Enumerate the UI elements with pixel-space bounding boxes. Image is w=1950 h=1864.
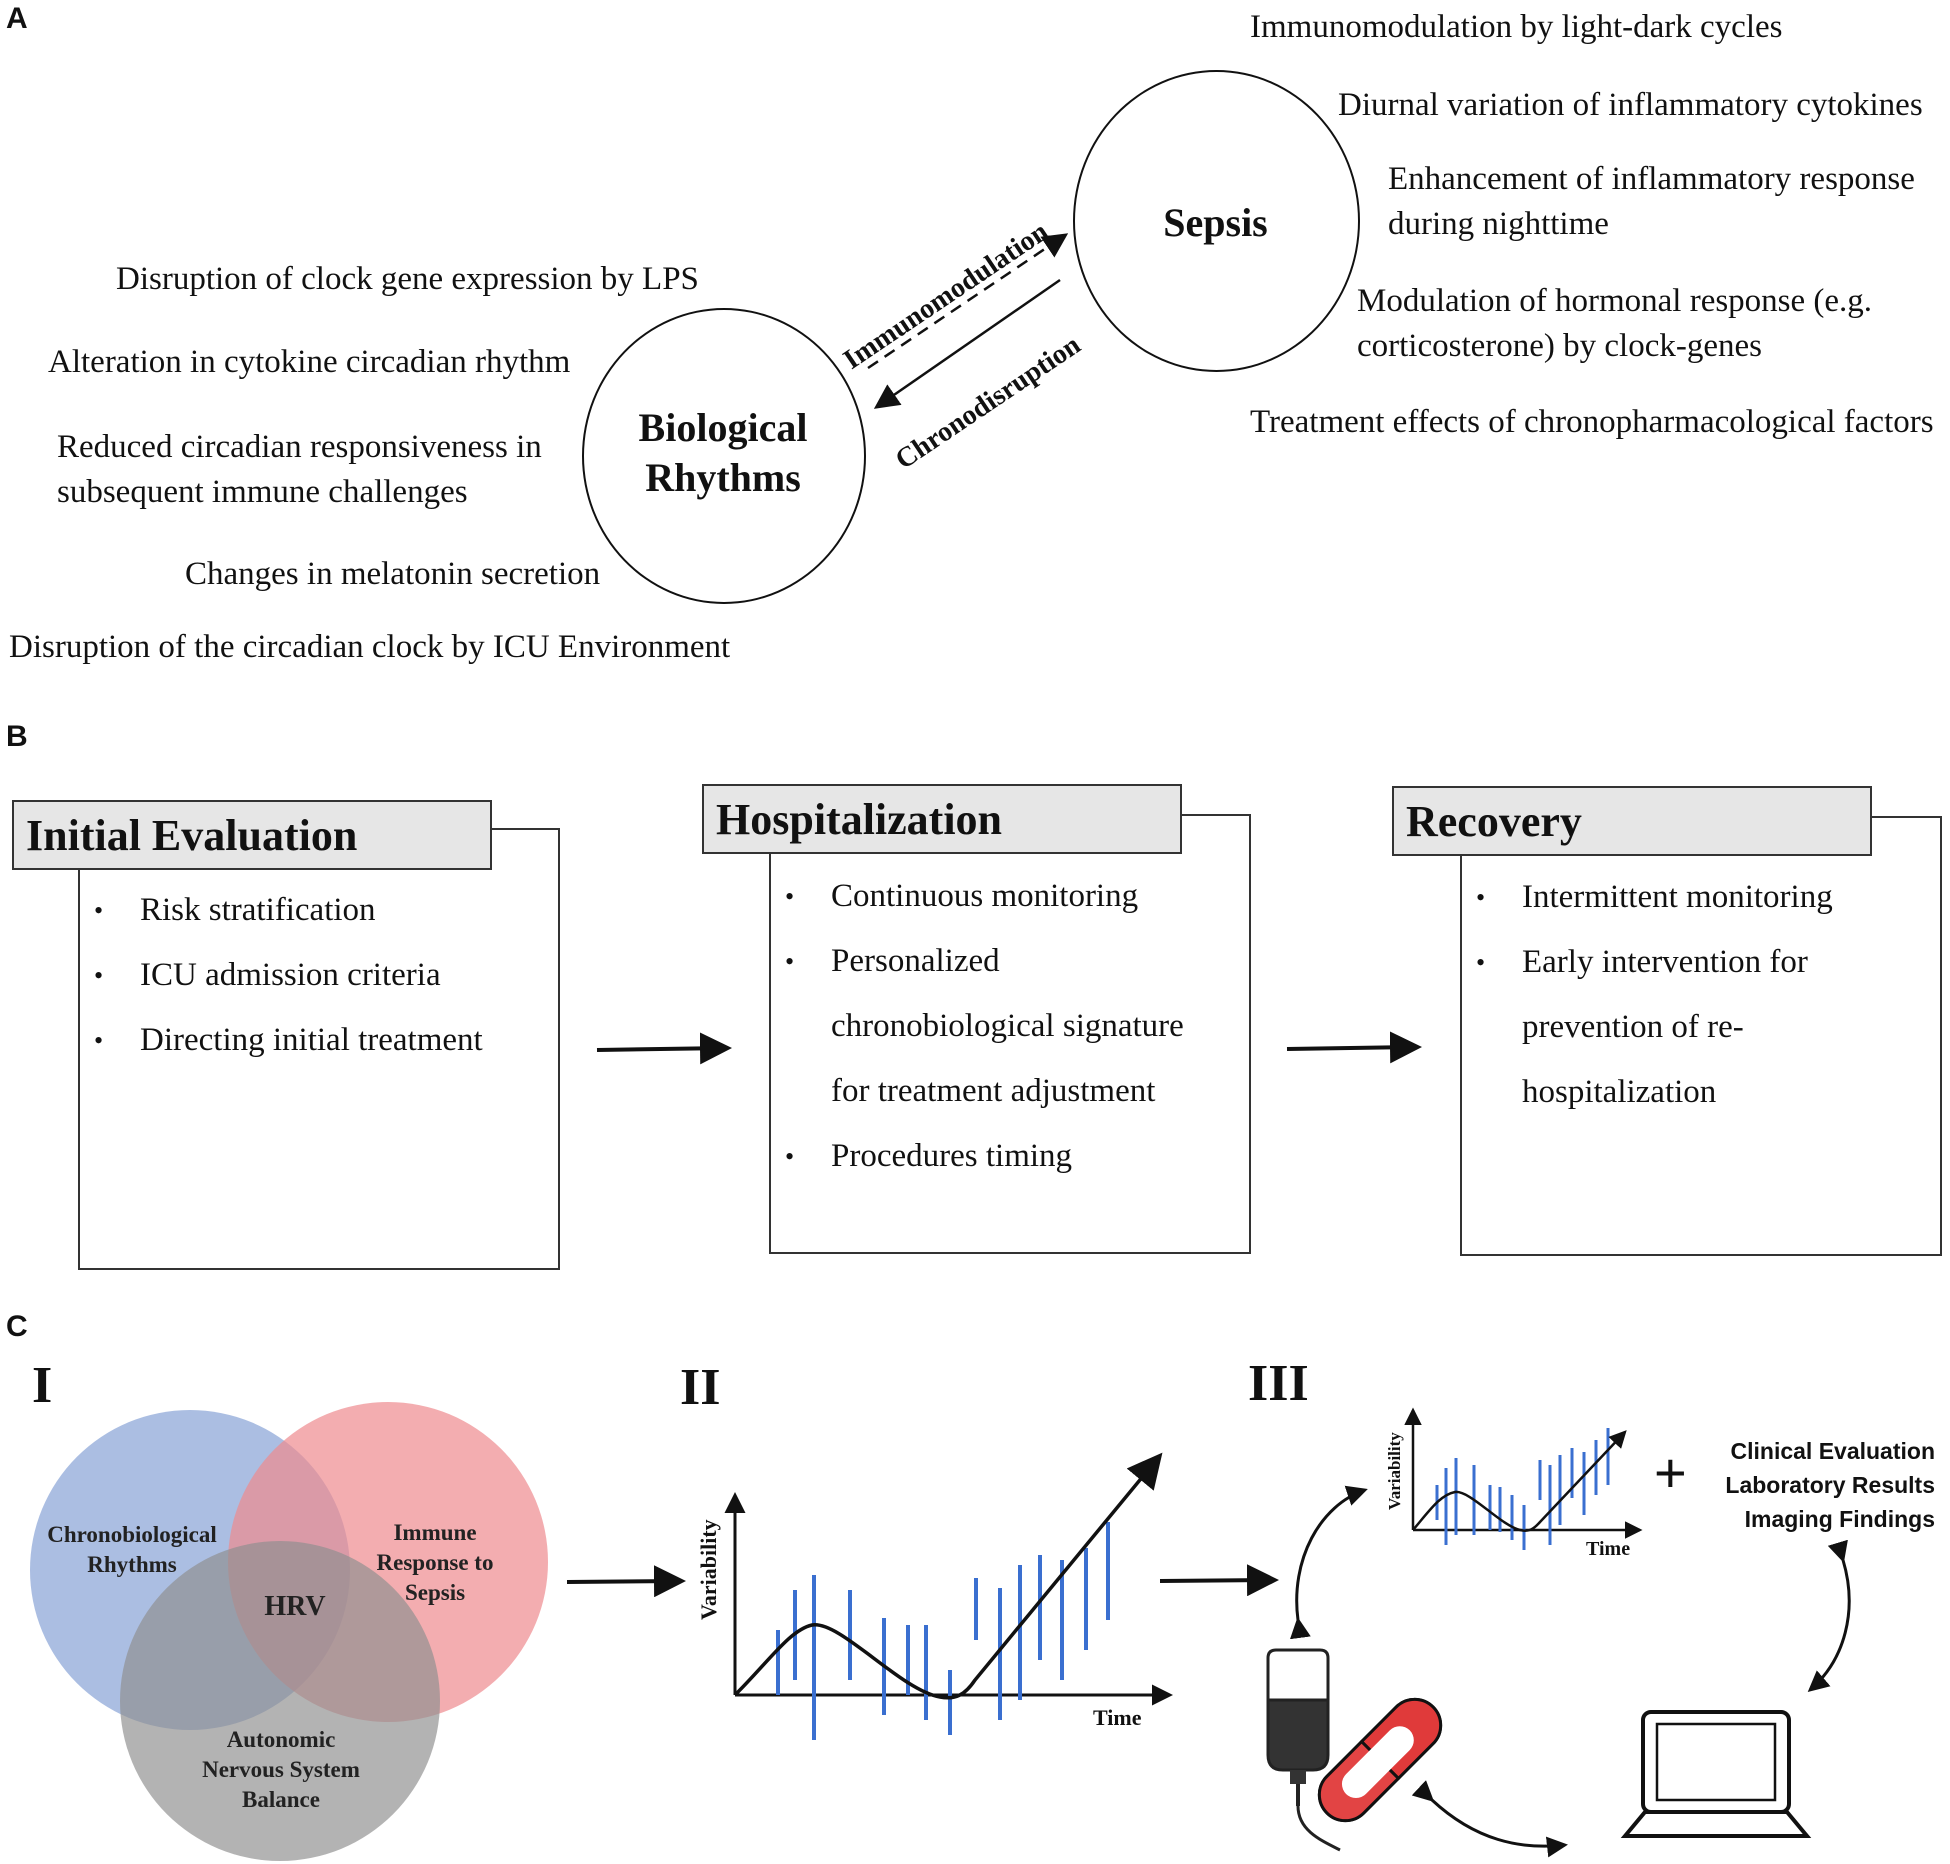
bullet-item-continued: for treatment adjustment — [831, 1073, 1156, 1109]
cycle-arrow-left — [1289, 1485, 1368, 1640]
right-item-2: Diurnal variation of inflammatory cytoki… — [1338, 87, 1923, 123]
clinical-list: Clinical Evaluation Laboratory Results I… — [1700, 1434, 1935, 1536]
left-item-1: Disruption of clock gene expression by L… — [116, 261, 699, 297]
immune-line2: Response to — [376, 1550, 494, 1575]
biological-rhythms-circle — [582, 308, 866, 604]
bullet-item: Personalized — [775, 929, 1184, 994]
immune-line1: Immune — [393, 1520, 477, 1545]
right-item-3a: Enhancement of inflammatory response — [1388, 161, 1915, 197]
right-item-3b: during nighttime — [1388, 206, 1609, 242]
bullet-item: Intermittent monitoring — [1466, 865, 1833, 930]
small-plot-bars — [1435, 1428, 1610, 1550]
panel-a-letter: A — [6, 2, 28, 35]
left-item-4: Changes in melatonin secretion — [185, 556, 601, 592]
small-plot-curve — [1412, 1430, 1627, 1532]
bullet-item: Risk stratification — [84, 878, 483, 943]
stage-title-initial: Initial Evaluation — [12, 800, 492, 870]
imaging-findings: Imaging Findings — [1744, 1506, 1935, 1532]
stage-title-hospitalization: Hospitalization — [702, 784, 1182, 854]
iv-bag-icon — [1266, 1648, 1341, 1852]
small-plot-ylabel-svg: Variability — [1385, 1432, 1404, 1510]
pill-icon — [1317, 1697, 1443, 1823]
venn-label-ans: Autonomic Nervous System Balance — [186, 1725, 376, 1815]
cycle-arrow-right — [1807, 1539, 1851, 1692]
ans-line3: Balance — [242, 1787, 320, 1812]
bullet-item-continued: chronobiological signature — [831, 1008, 1184, 1044]
stage-bullets-initial: Risk stratification ICU admission criter… — [84, 878, 483, 1073]
bullet-item-continued: prevention of re- — [1522, 1009, 1744, 1045]
ans-line2: Nervous System — [202, 1757, 360, 1782]
right-item-5: Treatment effects of chronopharmacologic… — [1250, 404, 1934, 440]
immune-line3: Sepsis — [404, 1580, 466, 1605]
stage-bullets-hospitalization: Continuous monitoring Personalized chron… — [775, 864, 1184, 1189]
bullet-item-continued: hospitalization — [1522, 1074, 1717, 1110]
plus-sign: + — [1654, 1441, 1687, 1504]
laboratory-results: Laboratory Results — [1725, 1472, 1935, 1498]
venn-label-immune: Immune Response to Sepsis — [360, 1518, 510, 1608]
stage-title-recovery: Recovery — [1392, 786, 1872, 856]
stage-bullets-recovery: Intermittent monitoring Early interventi… — [1466, 865, 1833, 1125]
plot-curve — [733, 1452, 1163, 1700]
venn-label-chrono: Chronobiological Rhythms — [32, 1520, 232, 1580]
left-item-3a: Reduced circadian responsiveness in — [57, 429, 542, 465]
ans-line1: Autonomic — [226, 1727, 336, 1752]
right-item-4b: corticosterone) by clock-genes — [1357, 328, 1762, 364]
plot-ylabel-svg: Variability — [696, 1519, 721, 1620]
flow-arrow-1 — [596, 1032, 732, 1065]
biological-rhythms-label: Biological Rhythms — [582, 403, 864, 503]
bullet-item: Procedures timing — [775, 1124, 1184, 1189]
venn-to-plot-arrow — [566, 1565, 686, 1598]
bullet-item: Directing initial treatment — [84, 1008, 483, 1073]
venn-label-hrv: HRV — [264, 1591, 326, 1622]
left-item-3b: subsequent immune challenges — [57, 474, 468, 510]
plot-bars — [776, 1522, 1110, 1740]
bio-label-line1: Biological — [638, 405, 808, 450]
sepsis-circle — [1073, 70, 1360, 372]
bullet-item: Early intervention for — [1466, 930, 1833, 995]
roman-ii: II — [680, 1359, 721, 1416]
right-item-1: Immunomodulation by light-dark cycles — [1250, 9, 1783, 45]
left-item-2: Alteration in cytokine circadian rhythm — [48, 344, 571, 380]
sepsis-label: Sepsis — [1163, 200, 1268, 245]
plot-to-cycle-arrow — [1159, 1564, 1279, 1597]
immunomodulation-label: Immunomodulation — [838, 216, 1054, 376]
roman-iii: III — [1248, 1355, 1309, 1412]
bio-label-line2: Rhythms — [645, 455, 801, 500]
bullet-item: ICU admission criteria — [84, 943, 483, 1008]
left-item-5: Disruption of the circadian clock by ICU… — [9, 629, 731, 665]
chrono-line1: Chronobiological — [47, 1522, 217, 1547]
chrono-line2: Rhythms — [87, 1552, 177, 1577]
panel-c-letter: C — [6, 1310, 28, 1343]
right-item-4a: Modulation of hormonal response (e.g. — [1357, 283, 1873, 319]
panel-b-letter: B — [6, 720, 28, 753]
flow-arrow-2 — [1286, 1031, 1422, 1064]
chronodisruption-label: Chronodisruption — [890, 329, 1087, 476]
laptop-icon — [1620, 1710, 1812, 1838]
clinical-evaluation: Clinical Evaluation — [1730, 1438, 1936, 1464]
small-plot-xlabel-svg: Time — [1586, 1538, 1630, 1560]
bullet-item: Continuous monitoring — [775, 864, 1184, 929]
plot-xlabel-svg: Time — [1093, 1705, 1142, 1730]
cycle-arrow-bottom — [1411, 1780, 1568, 1858]
roman-i: I — [32, 1357, 53, 1414]
